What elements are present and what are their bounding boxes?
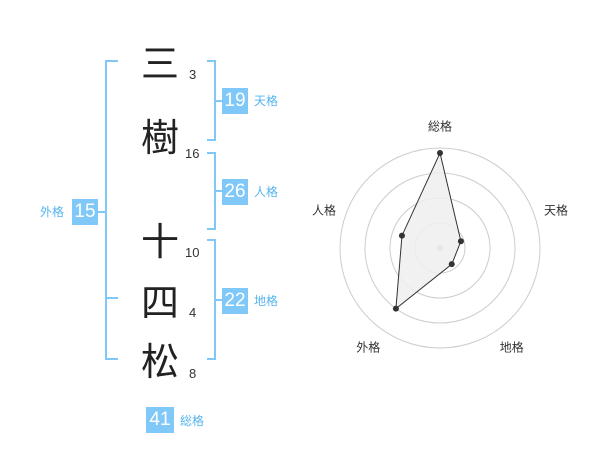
chikaku-value: 22: [222, 288, 248, 314]
radar-axis-label-0: 総格: [427, 119, 453, 134]
stroke-count-1: 3: [189, 67, 197, 82]
stroke-count-5: 8: [189, 366, 197, 381]
radar-axis-label-4: 人格: [311, 203, 336, 218]
name-char-2: 樹: [140, 116, 179, 160]
stroke-count-2: 16: [185, 146, 200, 161]
soukaku-value: 41: [146, 407, 174, 433]
radar-point-0: [437, 150, 443, 156]
radar-polygon: [395, 151, 462, 310]
name-char-4: 四: [140, 281, 179, 325]
gaikaku-bracket: [105, 60, 118, 360]
tenkaku-value: 19: [222, 88, 248, 114]
radar-axis-label-2: 地格: [499, 340, 524, 355]
gaikaku-value: 15: [72, 199, 98, 225]
radar-axis-label-1: 天格: [544, 203, 569, 218]
tenkaku-label: 天格: [254, 94, 279, 108]
radar-point-4: [398, 232, 405, 239]
jinkaku-value: 26: [222, 179, 248, 205]
jinkaku-label: 人格: [254, 185, 279, 199]
name-char-3: 十: [140, 220, 179, 264]
name-char-5: 松: [140, 340, 179, 384]
soukaku-label: 総格: [180, 414, 205, 428]
chikaku-label: 地格: [254, 294, 279, 308]
stroke-count-3: 10: [185, 245, 200, 260]
name-char-1: 三: [140, 42, 179, 86]
radar-point-3: [392, 305, 399, 312]
radar-point-1: [457, 238, 464, 245]
radar-ring-4: [339, 147, 541, 349]
gaikaku-label: 外格: [40, 205, 65, 219]
radar-axis-label-3: 外格: [356, 340, 381, 355]
radar-point-2: [448, 261, 455, 268]
stroke-count-4: 4: [189, 305, 197, 320]
